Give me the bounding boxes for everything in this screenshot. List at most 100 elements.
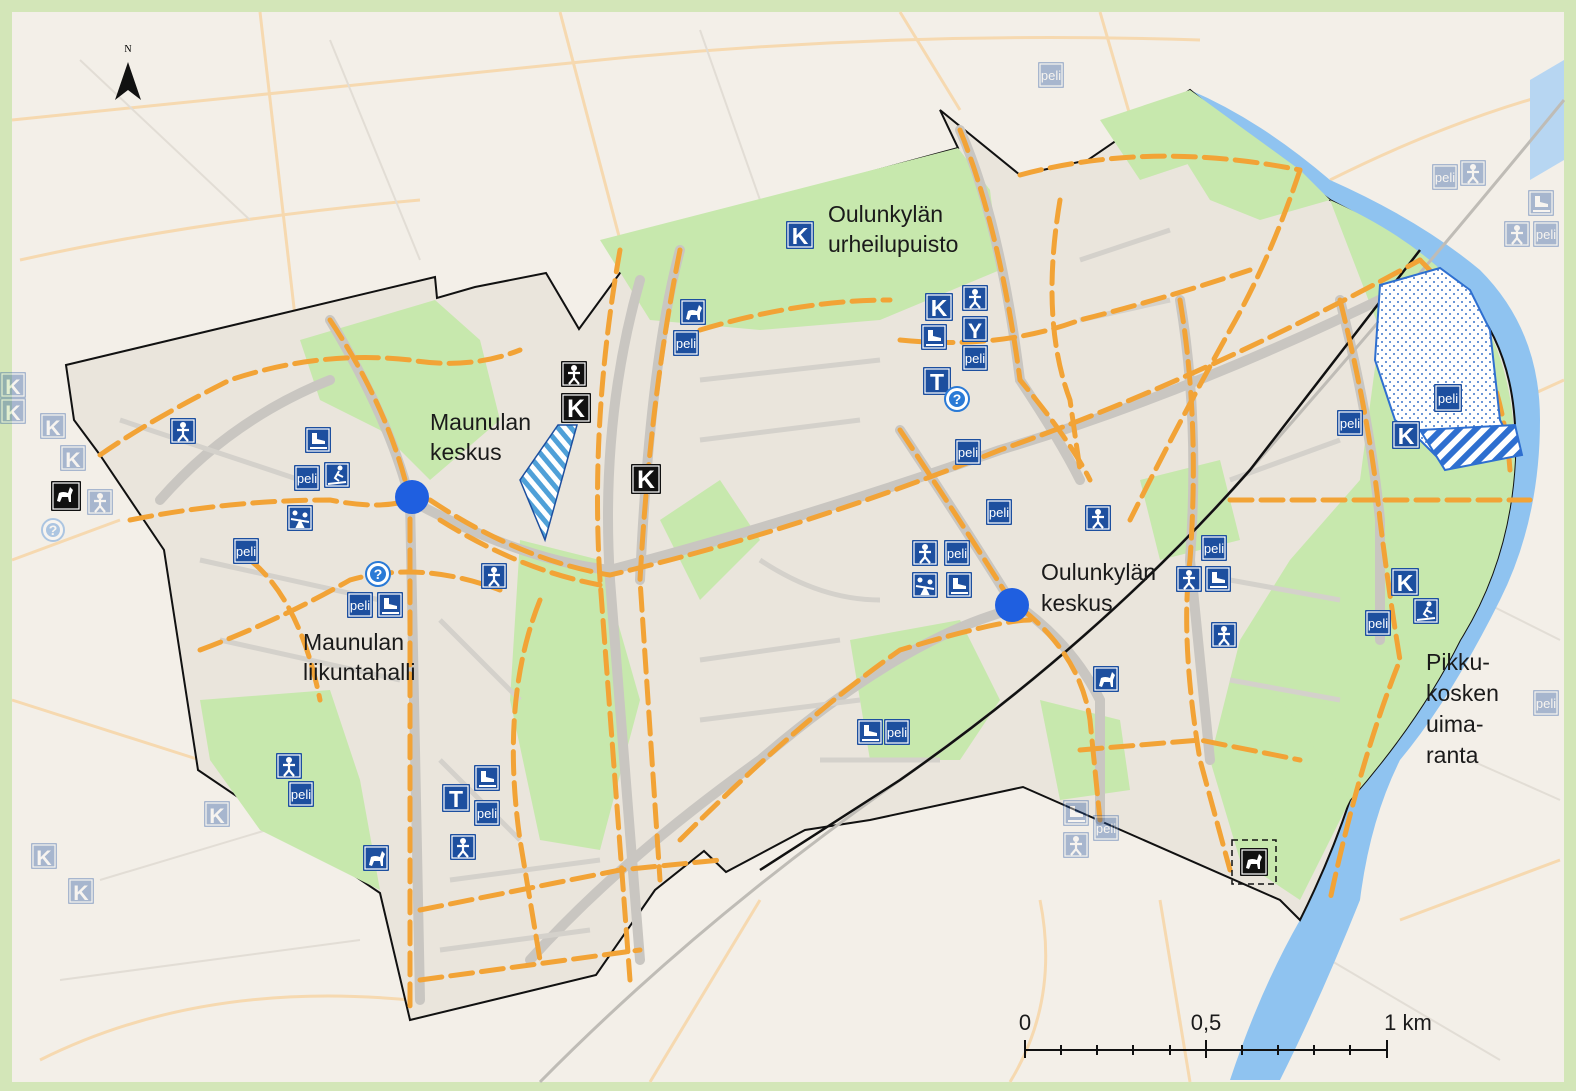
peli-icon: peli	[1533, 221, 1559, 247]
svg-text:?: ?	[49, 522, 58, 538]
K-icon: K	[786, 221, 814, 249]
K-icon: K	[925, 293, 953, 321]
svg-text:peli: peli	[1204, 541, 1224, 556]
peli-icon: peli	[1337, 410, 1363, 436]
playground-icon	[87, 489, 113, 515]
svg-text:K: K	[5, 375, 21, 399]
svg-text:K: K	[5, 401, 21, 425]
svg-text:Y: Y	[968, 319, 982, 343]
svg-text:peli: peli	[1438, 391, 1458, 406]
svg-text:peli: peli	[297, 471, 317, 486]
label-oulunkyla-keskus-line1: Oulunkylän	[1041, 559, 1156, 585]
info-icon: ?	[944, 386, 970, 412]
svg-text:peli: peli	[1368, 616, 1388, 631]
K-icon: K	[0, 372, 26, 399]
svg-text:?: ?	[374, 566, 383, 582]
peli-icon: peli	[944, 540, 970, 566]
label-uimaranta-line3: uima-	[1426, 711, 1484, 737]
peli-icon: peli	[233, 538, 259, 564]
place-labels: Oulunkylän urheilupuisto Maunulan keskus…	[303, 201, 1499, 768]
svg-text:peli: peli	[236, 544, 256, 559]
K-icon: K	[40, 413, 66, 440]
seesaw-icon	[912, 572, 938, 598]
outer-roads	[11, 11, 1565, 1083]
skate-icon	[377, 592, 403, 618]
label-urheilupuisto-line1: Oulunkylän	[828, 201, 943, 227]
svg-text:peli: peli	[676, 336, 696, 351]
svg-text:peli: peli	[1340, 416, 1360, 431]
north-arrow: N	[115, 44, 141, 100]
dog-icon	[1093, 666, 1119, 692]
peli-icon: peli	[1365, 610, 1391, 636]
skate-icon	[305, 427, 331, 453]
playground-icon	[912, 540, 938, 566]
svg-text:peli: peli	[947, 546, 967, 561]
svg-text:K: K	[45, 416, 61, 440]
label-uimaranta-line4: ranta	[1426, 742, 1479, 768]
hatched-area-west	[519, 424, 578, 543]
Y-icon: Y	[962, 316, 988, 343]
peli-icon: peli	[884, 719, 910, 745]
svg-text:K: K	[792, 223, 809, 249]
svg-text:K: K	[1397, 570, 1414, 596]
info-icon: ?	[41, 518, 65, 542]
skate-icon	[474, 765, 500, 791]
peli-icon: peli	[673, 330, 699, 356]
svg-text:peli: peli	[1435, 170, 1455, 185]
scale-bar: 0 0,5 1 km	[1019, 1010, 1432, 1058]
dog-icon	[1240, 848, 1268, 876]
label-maunula-keskus-line1: Maunulan	[430, 409, 531, 435]
svg-text:peli: peli	[1041, 68, 1061, 83]
svg-text:?: ?	[953, 391, 962, 407]
svg-text:peli: peli	[1536, 696, 1556, 711]
playground-icon	[170, 418, 196, 444]
K-icon: K	[68, 878, 94, 905]
peli-icon: peli	[955, 439, 981, 465]
svg-text:peli: peli	[350, 598, 370, 613]
playground-icon	[481, 563, 507, 589]
svg-text:K: K	[567, 396, 585, 423]
K-icon: K	[0, 398, 26, 425]
ski-icon	[324, 462, 350, 488]
skate-icon	[1528, 190, 1554, 216]
scale-label-0: 0	[1019, 1010, 1031, 1035]
peli-icon: peli	[986, 499, 1012, 525]
svg-text:T: T	[930, 369, 944, 395]
svg-text:peli: peli	[958, 445, 978, 460]
skate-icon	[946, 572, 972, 598]
oulunkyla-centre-dot	[995, 588, 1029, 622]
svg-text:K: K	[637, 467, 655, 494]
peli-icon: peli	[294, 465, 320, 491]
scale-label-1km: 1 km	[1384, 1010, 1432, 1035]
label-uimaranta-line2: kosken	[1426, 680, 1499, 706]
info-icon: ?	[365, 561, 391, 587]
playground-icon	[1176, 566, 1202, 592]
K-icon: K	[561, 393, 591, 423]
label-uimaranta-line1: Pikku-	[1426, 649, 1490, 675]
hatched-area-east	[1418, 423, 1524, 472]
K-icon: K	[631, 464, 661, 494]
peli-icon: peli	[1038, 62, 1064, 88]
T-icon: T	[442, 784, 470, 812]
playground-icon	[1504, 221, 1530, 247]
svg-text:peli: peli	[965, 351, 985, 366]
svg-text:peli: peli	[1536, 227, 1556, 242]
skate-icon	[1063, 800, 1089, 826]
svg-text:K: K	[65, 448, 81, 472]
ski-icon	[1413, 598, 1439, 624]
scale-ticks	[1024, 1040, 1388, 1058]
K-icon: K	[31, 843, 57, 870]
peli-icon: peli	[1533, 690, 1559, 716]
K-icon: K	[1391, 568, 1419, 596]
north-label: N	[124, 44, 131, 55]
maunula-centre-dot	[395, 480, 429, 514]
dog-icon	[363, 845, 389, 871]
label-maunula-keskus-line2: keskus	[430, 439, 502, 465]
svg-text:peli: peli	[989, 505, 1009, 520]
svg-text:K: K	[209, 804, 225, 828]
svg-text:K: K	[931, 295, 948, 321]
peli-icon: peli	[1201, 535, 1227, 561]
